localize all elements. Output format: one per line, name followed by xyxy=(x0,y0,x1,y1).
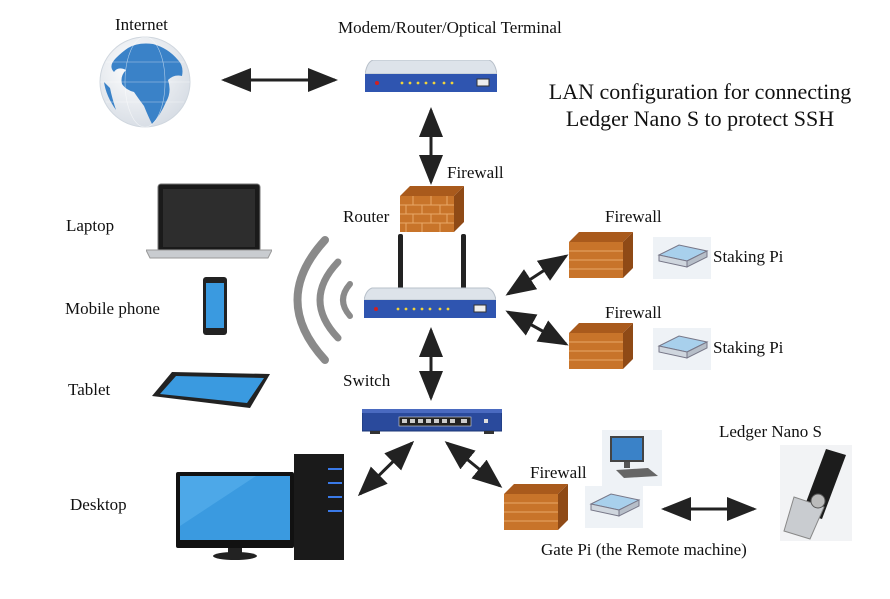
arrow-switch-gate xyxy=(444,441,503,488)
globe-icon xyxy=(99,36,191,128)
wifi-signal-icon xyxy=(293,236,353,364)
raspberry-pi-icon xyxy=(653,237,711,279)
switch-icon xyxy=(362,409,502,434)
laptop-icon xyxy=(146,183,272,259)
staking-pi-2-label: Staking Pi xyxy=(713,338,784,357)
tablet-label: Tablet xyxy=(68,380,111,399)
desktop-computer-icon xyxy=(176,454,344,560)
modem-icon xyxy=(365,60,497,92)
router-label: Router xyxy=(343,207,390,226)
gate-pi-label: Gate Pi (the Remote machine) xyxy=(541,540,747,559)
arrow-router-staking-2 xyxy=(505,310,569,346)
router-firewall-label: Firewall xyxy=(447,163,504,182)
diagram-title: LAN configuration for connecting Ledger … xyxy=(520,78,880,132)
gate-firewall-label: Firewall xyxy=(530,463,587,482)
firewall-icon xyxy=(504,484,568,530)
arrow-switch-desktop xyxy=(357,440,415,497)
title-line-2: Ledger Nano S to protect SSH xyxy=(565,106,835,131)
arrow-router-staking-1 xyxy=(505,254,569,296)
modem-label: Modem/Router/Optical Terminal xyxy=(338,18,562,37)
staking-firewall-2-label: Firewall xyxy=(605,303,662,322)
switch-label: Switch xyxy=(343,371,391,390)
raspberry-pi-icon xyxy=(653,328,711,370)
ledger-nano-s-icon xyxy=(780,445,852,541)
staking-firewall-1-label: Firewall xyxy=(605,207,662,226)
desktop-label: Desktop xyxy=(70,495,127,514)
wifi-router-icon xyxy=(364,234,496,318)
title-line-1: LAN configuration for connecting xyxy=(548,79,852,104)
tablet-icon xyxy=(152,372,270,408)
raspberry-pi-icon xyxy=(585,486,643,528)
firewall-icon xyxy=(569,232,633,278)
firewall-icon xyxy=(400,186,464,232)
monitor-icon xyxy=(602,430,662,486)
laptop-label: Laptop xyxy=(66,216,115,235)
firewall-icon xyxy=(569,323,633,369)
staking-pi-1-label: Staking Pi xyxy=(713,247,784,266)
ledger-label: Ledger Nano S xyxy=(719,422,822,441)
mobile-phone-icon xyxy=(203,277,227,335)
mobile-phone-label: Mobile phone xyxy=(65,299,160,318)
internet-label: Internet xyxy=(115,15,168,34)
